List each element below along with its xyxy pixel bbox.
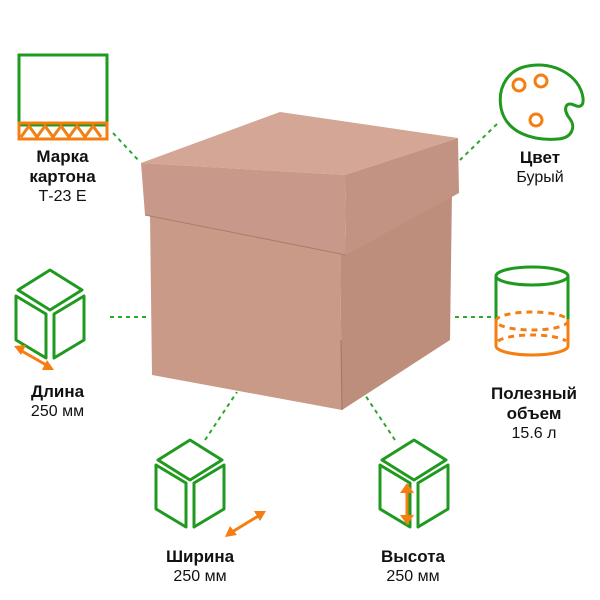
corrugated-cardboard-icon xyxy=(17,53,109,141)
feature-height: Высота 250 мм xyxy=(358,547,468,587)
feature-title: Цвет xyxy=(519,148,561,167)
feature-title: Ширина xyxy=(165,547,235,566)
cube-height-icon xyxy=(378,438,450,529)
feature-title: Длина xyxy=(30,382,85,401)
feature-value: Т-23 Е xyxy=(38,188,87,205)
feature-title: Высота xyxy=(381,547,445,566)
cube-length-icon xyxy=(14,268,86,370)
feature-value: Бурый xyxy=(516,169,564,186)
feature-title: Полезный xyxy=(491,384,577,403)
feature-title: картона xyxy=(29,167,96,186)
feature-color: Цвет Бурый xyxy=(490,148,590,188)
feature-value: 250 мм xyxy=(173,568,227,585)
feature-title: Марка xyxy=(36,147,89,166)
feature-value: 250 мм xyxy=(30,403,85,420)
feature-title: объем xyxy=(506,404,562,423)
cube-width-icon xyxy=(154,438,266,537)
palette-icon xyxy=(498,63,585,141)
feature-length: Длина 250 мм xyxy=(5,382,110,422)
feature-value: 15.6 л xyxy=(511,425,557,442)
feature-cardboard-grade: Марка картона Т-23 Е xyxy=(5,147,120,207)
feature-value: 250 мм xyxy=(386,568,440,585)
feature-volume: Полезный объем 15.6 л xyxy=(478,384,590,444)
cylinder-volume-icon xyxy=(494,265,570,357)
feature-width: Ширина 250 мм xyxy=(145,547,255,587)
